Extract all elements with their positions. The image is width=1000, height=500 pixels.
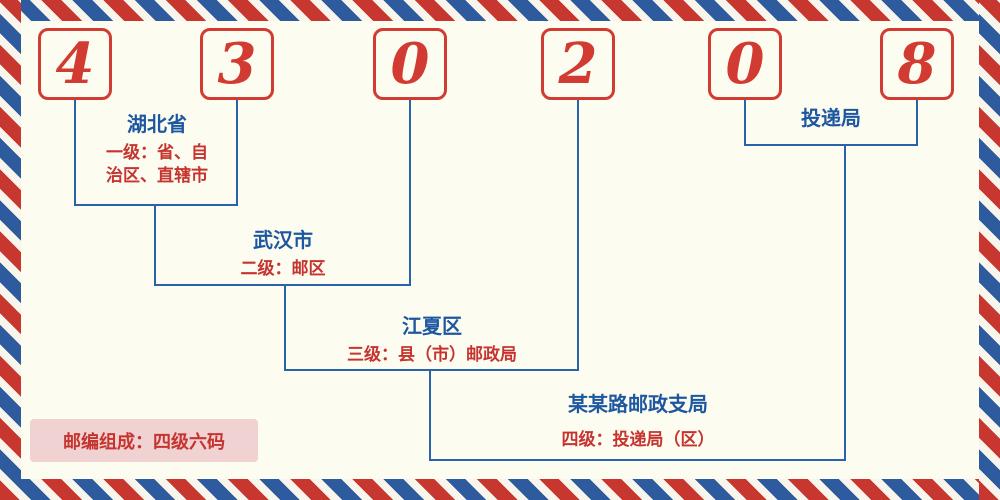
postal-digit-5: 0 (708, 28, 782, 100)
level4-branch-name: 某某路邮政支局 (568, 392, 708, 416)
level2-description: 二级：邮区 (240, 259, 326, 279)
delivery-label-group: 投递局 (745, 106, 917, 130)
level3-description: 三级：县（市）邮政局 (347, 345, 517, 365)
delivery-connector (744, 100, 918, 146)
airmail-border-bottom (0, 479, 1000, 500)
airmail-border-top (0, 0, 1000, 21)
postal-digit-3: 0 (373, 28, 447, 100)
delivery-office-name: 投递局 (801, 106, 861, 130)
level3-region-name: 江夏区 (402, 314, 462, 338)
postal-digit-1: 4 (38, 28, 112, 100)
level1-description-line2: 治区、直辖市 (106, 165, 208, 186)
level1-description: 一级：省、自 治区、直辖市 (75, 142, 239, 188)
postal-digit-2: 3 (200, 28, 274, 100)
composition-note: 邮编组成：四级六码 (30, 419, 258, 462)
level2-region-name: 武汉市 (253, 228, 313, 252)
level4-label-group: 某某路邮政支局 四级：投递局（区） (430, 392, 846, 452)
postal-digit-6: 8 (880, 28, 954, 100)
postal-digit-4: 2 (541, 28, 615, 100)
level1-region-name: 湖北省 (127, 112, 187, 136)
level1-label-group: 湖北省 一级：省、自 治区、直辖市 (75, 112, 239, 188)
airmail-border-right (979, 0, 1000, 500)
airmail-border-left (0, 0, 21, 500)
level4-connector (429, 145, 846, 461)
level3-label-group: 江夏区 三级：县（市）邮政局 (285, 314, 579, 367)
level4-description: 四级：投递局（区） (561, 430, 715, 450)
level1-description-line1: 一级：省、自 (106, 143, 208, 163)
level2-label-group: 武汉市 二级：邮区 (155, 228, 411, 281)
level2-connector (154, 100, 411, 286)
level3-connector (284, 100, 579, 371)
